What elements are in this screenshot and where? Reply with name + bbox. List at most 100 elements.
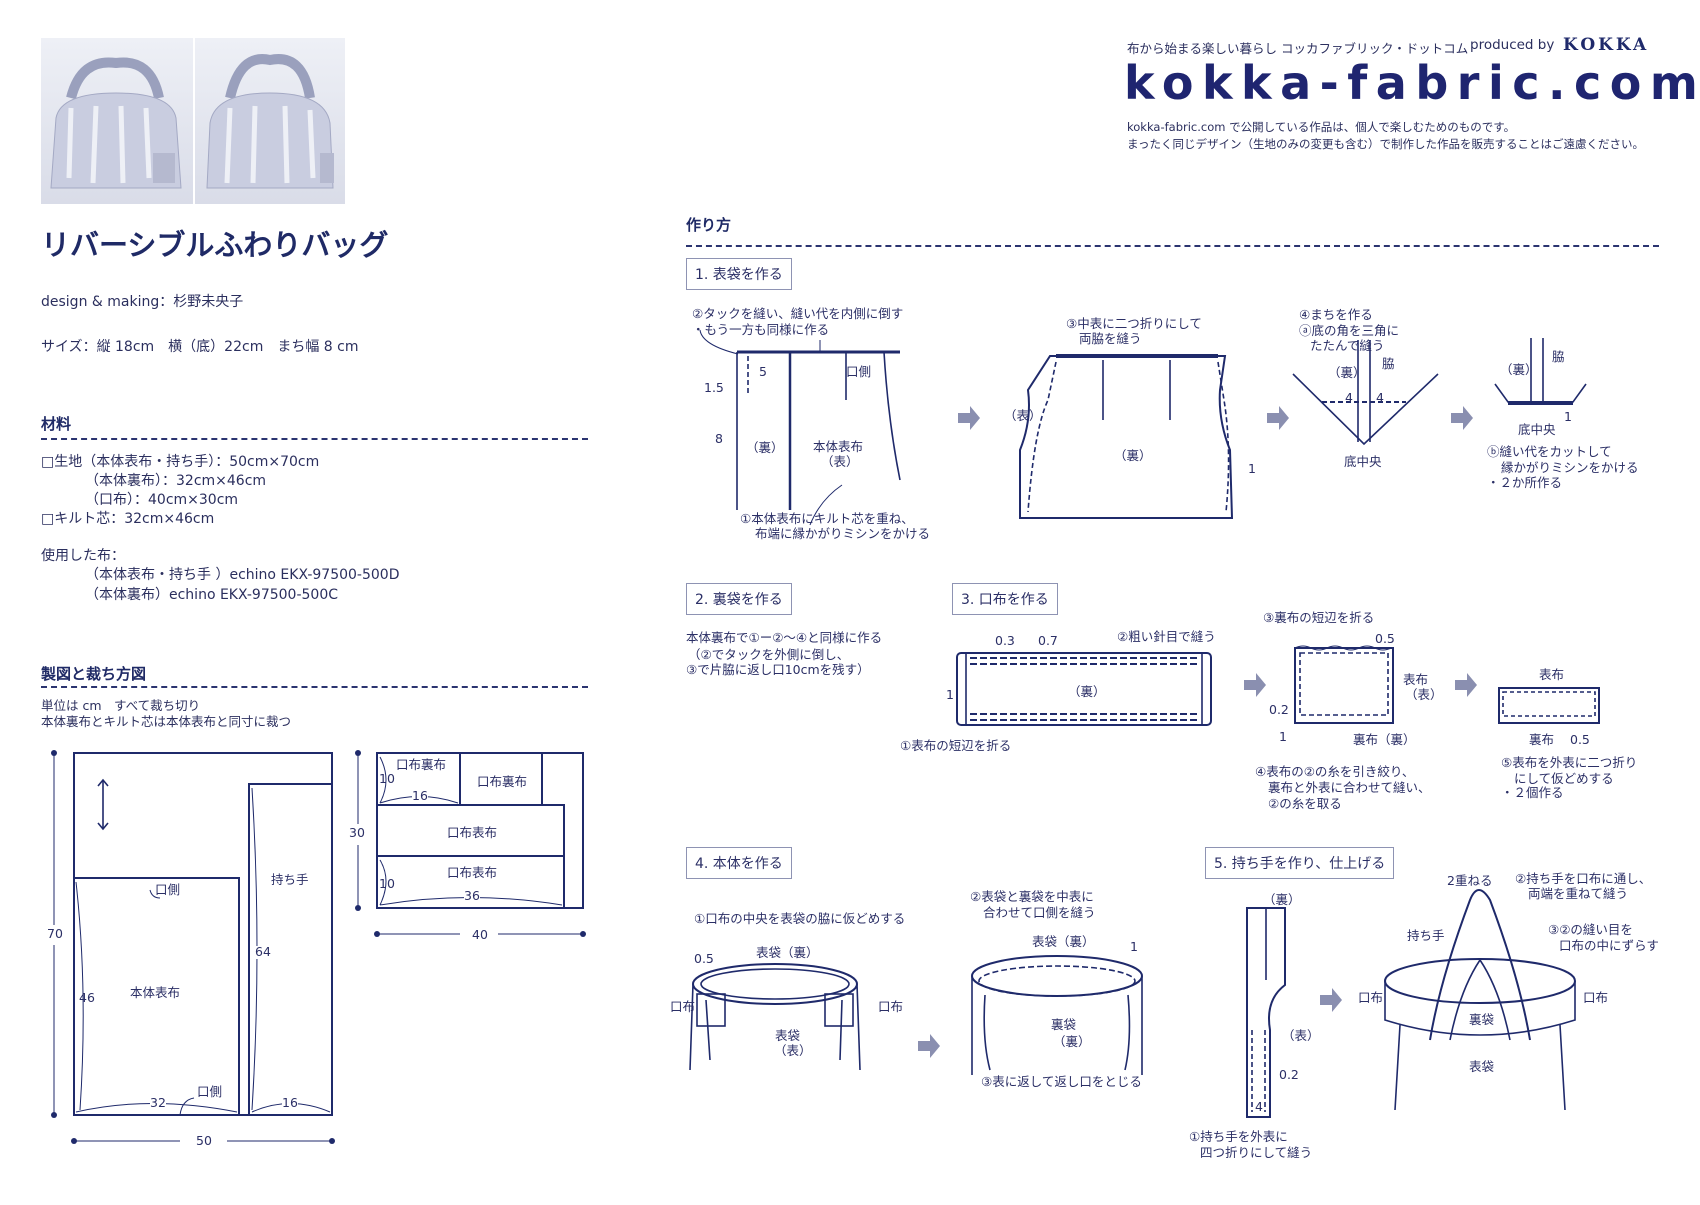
step1-label: （裏） [1500, 362, 1538, 377]
cut-label: 口布表布 [447, 825, 498, 840]
step1-label: 底中央 [1344, 454, 1382, 469]
howto-divider [686, 245, 1659, 247]
step4-label: 表袋 [775, 1028, 801, 1043]
material-item: □生地（本体表布・持ち手）：50cm×70cm [41, 454, 320, 470]
step1-label: 1.5 [704, 380, 724, 395]
step1-label: ⓐ底の角を三角に [1299, 323, 1400, 338]
step5-label: 4 [1255, 1099, 1263, 1114]
step5-label: 2重ねる [1447, 873, 1493, 888]
step5-label: ②持ち手を口布に通し、 [1515, 871, 1652, 886]
bag-photo-2 [195, 38, 345, 204]
material-item: （本体裏布）：32cm×46cm [85, 473, 267, 489]
step4-label: 表袋（裏） [756, 945, 819, 960]
tagline: 布から始まる楽しい暮らし コッカファブリック・ドットコム [1127, 41, 1469, 56]
step-2-title: 2. 裏袋を作る [686, 583, 792, 615]
arrow-icons [918, 406, 1477, 1058]
step3-strip-drawing [956, 652, 1212, 726]
step1-label: 縁かがりミシンをかける [1501, 460, 1639, 475]
step3-label: にして仮どめする [1514, 771, 1614, 786]
notice-line-1: kokka-fabric.com で公開している作品は、個人で楽しむためのもので… [1127, 120, 1516, 134]
step5-label: 持ち手 [1407, 928, 1445, 943]
step1-label: （裏） [1114, 448, 1152, 463]
bag-photo-2-illustration [206, 54, 334, 189]
step1-label: ①本体表布にキルト芯を重ね、 [740, 511, 914, 526]
step1-label: 底中央 [1518, 422, 1556, 437]
step5-label: 口布 [1358, 990, 1384, 1005]
step4-ring-drawing [689, 963, 861, 1071]
cutting-divider [41, 686, 588, 688]
step4-label: 口布 [670, 999, 696, 1014]
step1-label: ・２か所作る [1487, 475, 1563, 490]
step2-line: ③で片脇に返し口10cmを残す） [686, 662, 870, 677]
material-item: （口布）：40cm×30cm [85, 492, 239, 508]
step5-finished-drawing [1384, 889, 1576, 1111]
step1-label: 8 [715, 431, 723, 446]
step5-label: 0.2 [1279, 1067, 1299, 1082]
step-5-title: 5. 持ち手を作り、仕上げる [1205, 847, 1395, 879]
step5-label: （表） [1282, 1028, 1320, 1043]
step1-label: （裏） [1328, 365, 1366, 380]
step3-label: ②の糸を取る [1268, 796, 1342, 811]
step1-label: 5 [759, 364, 767, 379]
step1-label: 口側 [846, 364, 872, 379]
design-credit: design & making：杉野未央子 [41, 294, 244, 310]
step1-label: ⓑ縫い代をカットして [1487, 444, 1612, 459]
step3-label: ②粗い針目で縫う [1117, 629, 1216, 644]
step4-label: 表袋（裏） [1032, 934, 1095, 949]
step-1-title: 1. 表袋を作る [686, 258, 792, 290]
cut-dimension: 70 [47, 926, 63, 941]
cut-label: 口側 [197, 1084, 223, 1099]
cut-dimension: 10 [379, 876, 395, 891]
step4-label: 1 [1130, 939, 1138, 954]
cut-dimension: 50 [196, 1133, 212, 1148]
step5-label: 口布の中にずらす [1559, 938, 1659, 953]
notice-line-2: まったく同じデザイン（生地のみの変更も含む）で制作した作品を販売することはご遠慮… [1127, 137, 1645, 151]
step1-label: 4 [1376, 390, 1384, 405]
step3-label: ④表布の②の糸を引き絞り、 [1255, 764, 1415, 779]
step1-label: 脇 [1382, 356, 1395, 371]
step4-label: （裏） [1053, 1034, 1091, 1049]
step4-label: （表） [774, 1043, 812, 1058]
step1-label: ②タックを縫い、縫い代を内側に倒す [692, 306, 904, 321]
cut-dimension: 32 [150, 1095, 166, 1110]
cutting-note: 本体裏布とキルト芯は本体表布と同寸に裁つ [41, 714, 292, 729]
bag-photo-1 [41, 38, 193, 204]
step4-label: ①口布の中央を表袋の脇に仮どめする [694, 911, 906, 926]
step1-label: 脇 [1552, 349, 1565, 364]
step1-bag-drawing [1019, 354, 1234, 519]
cut-label: 口布裏布 [396, 757, 447, 772]
step1-gusset-cut-drawing [1494, 338, 1587, 405]
materials-heading: 材料 [41, 415, 72, 433]
step3-label: 0.7 [1038, 633, 1058, 648]
step4-label: 0.5 [694, 951, 714, 966]
site-logo[interactable]: kokka-fabric.com [1124, 56, 1700, 110]
grain-arrow-icon [97, 778, 109, 831]
step3-label: （裏） [1068, 684, 1106, 699]
cut-dimension: 16 [412, 788, 428, 803]
step5-label: 表袋 [1469, 1059, 1495, 1074]
step4-joined-drawing [971, 955, 1143, 1075]
step3-label: 裏布と外表に合わせて縫い、 [1268, 780, 1431, 795]
bag-photo-1-illustration [50, 57, 182, 189]
step1-label: ・もう一方も同様に作る [692, 322, 830, 337]
step5-label: 口布 [1583, 990, 1609, 1005]
step3-label: 0.5 [1375, 631, 1395, 646]
step1-label: 布端に縁かがりミシンをかける [755, 526, 931, 541]
step3-label: 裏布（裏） [1353, 732, 1416, 747]
step5-label: 四つ折りにして縫う [1200, 1145, 1313, 1160]
step4-label: 口布 [878, 999, 904, 1014]
produced-by: produced by [1470, 37, 1555, 53]
cut-dimension: 46 [79, 990, 95, 1005]
cut-label: 持ち手 [271, 872, 309, 887]
step1-label: 両脇を縫う [1079, 331, 1142, 346]
cutting-diagram-main [51, 750, 335, 1144]
step5-label: 裏袋 [1469, 1012, 1495, 1027]
material-item: □キルト芯：32cm×46cm [41, 511, 215, 527]
cutting-diagram-mouth [355, 750, 586, 937]
step1-label: （裏） [746, 440, 784, 455]
kokka-brand: KOKKA [1563, 35, 1650, 55]
cut-dimension: 30 [349, 825, 365, 840]
used-fabric-item: （本体表布・持ち手 ）echino EKX-97500-500D [85, 567, 400, 583]
step3-label: 表布 [1403, 672, 1429, 687]
size-info: サイズ：縦 18cm 横（底）22cm まち幅 8 cm [41, 339, 359, 355]
